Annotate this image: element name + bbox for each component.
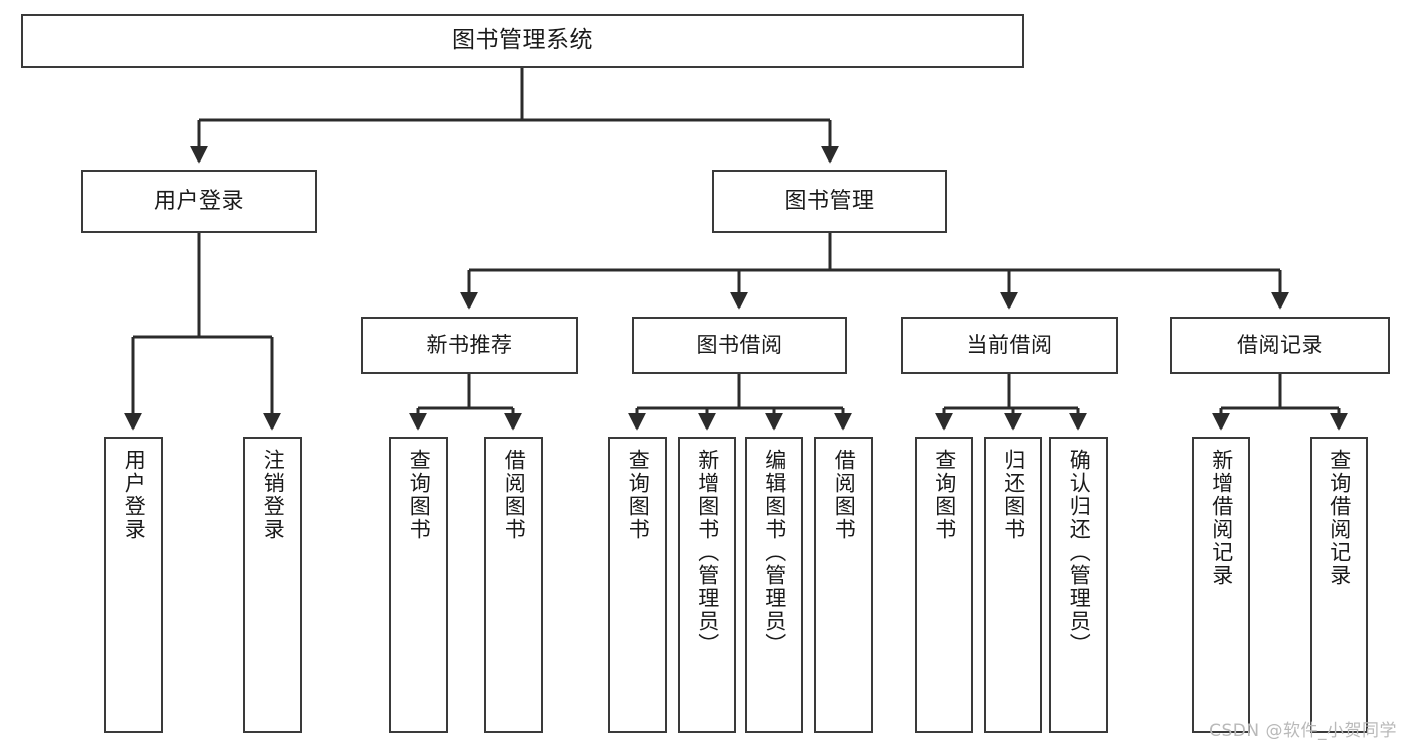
node-user-login-label: 用户登录	[153, 188, 244, 214]
leaf-borrow-record-add[interactable]: 新增借阅记录	[1192, 437, 1250, 733]
leaf-user-login-login-label: 用户登录	[122, 449, 147, 541]
leaf-borrow-record-query-label: 查询借阅记录	[1327, 449, 1352, 587]
node-root-system[interactable]: 图书管理系统	[21, 14, 1024, 68]
leaf-borrow-record-query[interactable]: 查询借阅记录	[1310, 437, 1368, 733]
node-book-borrow-label: 图书借阅	[696, 333, 783, 358]
leaf-book-borrow-edit[interactable]: 编辑图书（管理员）	[745, 437, 803, 733]
leaf-book-borrow-borrow-label: 借阅图书	[832, 449, 857, 541]
leaf-current-borrow-return-label: 归还图书	[1001, 449, 1026, 541]
leaf-current-borrow-query[interactable]: 查询图书	[915, 437, 973, 733]
leaf-book-borrow-edit-label: 编辑图书（管理员）	[762, 449, 787, 656]
leaf-book-borrow-query-label: 查询图书	[626, 449, 651, 541]
leaf-new-book-query[interactable]: 查询图书	[389, 437, 448, 733]
leaf-new-book-query-label: 查询图书	[407, 449, 432, 541]
leaf-user-login-logout[interactable]: 注销登录	[243, 437, 302, 733]
node-current-borrow-label: 当前借阅	[966, 333, 1053, 358]
leaf-book-borrow-add-label: 新增图书（管理员）	[695, 449, 720, 656]
leaf-book-borrow-query[interactable]: 查询图书	[608, 437, 667, 733]
leaf-current-borrow-confirm-label: 确认归还（管理员）	[1067, 449, 1092, 656]
node-root-system-label: 图书管理系统	[452, 27, 593, 54]
leaf-borrow-record-add-label: 新增借阅记录	[1209, 449, 1234, 587]
node-book-management[interactable]: 图书管理	[712, 170, 947, 233]
leaf-book-borrow-add[interactable]: 新增图书（管理员）	[678, 437, 736, 733]
leaf-current-borrow-confirm[interactable]: 确认归还（管理员）	[1049, 437, 1108, 733]
node-new-book-recommend[interactable]: 新书推荐	[361, 317, 578, 374]
node-book-management-label: 图书管理	[784, 188, 875, 214]
node-borrow-record-label: 借阅记录	[1237, 333, 1323, 358]
leaf-user-login-logout-label: 注销登录	[261, 449, 286, 541]
leaf-current-borrow-query-label: 查询图书	[932, 449, 957, 541]
node-new-book-recommend-label: 新书推荐	[426, 333, 513, 358]
leaf-new-book-borrow-label: 借阅图书	[502, 449, 527, 541]
leaf-current-borrow-return[interactable]: 归还图书	[984, 437, 1042, 733]
node-current-borrow[interactable]: 当前借阅	[901, 317, 1118, 374]
node-borrow-record[interactable]: 借阅记录	[1170, 317, 1390, 374]
node-book-borrow[interactable]: 图书借阅	[632, 317, 847, 374]
leaf-new-book-borrow[interactable]: 借阅图书	[484, 437, 543, 733]
leaf-book-borrow-borrow[interactable]: 借阅图书	[814, 437, 873, 733]
node-user-login[interactable]: 用户登录	[81, 170, 317, 233]
leaf-user-login-login[interactable]: 用户登录	[104, 437, 163, 733]
